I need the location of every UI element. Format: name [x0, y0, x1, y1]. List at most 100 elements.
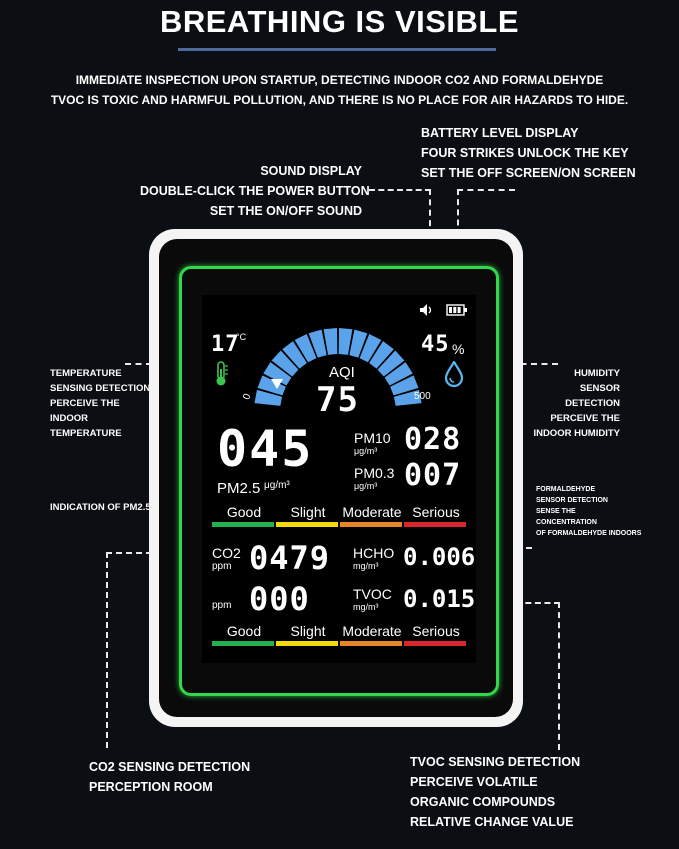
water-drop-icon	[444, 361, 464, 387]
intro-line-1: IMMEDIATE INSPECTION UPON STARTUP, DETEC…	[75, 73, 604, 87]
aqi-gauge-segment	[338, 328, 353, 355]
aqi-max-label: 500	[414, 391, 431, 402]
aqi-gauge-segment	[390, 375, 419, 396]
temperature-callout-line-1: TEMPERATURE	[50, 368, 122, 379]
battery-callout-line-2: FOUR STRIKES UNLOCK THE KEY	[421, 146, 629, 160]
level-good-bar	[212, 522, 274, 527]
co2-leader-v	[106, 552, 108, 748]
humidity-value: 45	[421, 332, 450, 357]
aqi-gauge-segment	[254, 389, 283, 406]
pm03-unit: μg/m³	[354, 481, 378, 491]
temperature-callout: TEMPERATURE SENSING DETECTION PERCEIVE T…	[50, 366, 150, 441]
ppm-value: 000	[249, 580, 310, 618]
level-moderate-label: Moderate	[342, 504, 402, 520]
hcho-label: HCHO	[353, 545, 395, 561]
pm25-value: 045	[217, 420, 314, 478]
formaldehyde-callout-line-3: SENSE THE	[536, 508, 576, 515]
sound-callout-line-3: SET THE ON/OFF SOUND	[209, 204, 362, 218]
sound-leader-h	[369, 189, 431, 191]
level-slight-bar	[276, 522, 338, 527]
co2-callout-line-2: PERCEPTION ROOM	[89, 780, 213, 794]
battery-leader-h	[457, 189, 515, 191]
aqi-pointer-icon	[271, 379, 283, 389]
humidity-callout-line-2: SENSOR	[579, 383, 620, 394]
aqi-gauge-segment	[384, 362, 413, 386]
level-slight-bar-2	[276, 641, 338, 646]
humidity-callout-line-5: INDOOR HUMIDITY	[533, 428, 620, 439]
level-serious-label-2: Serious	[412, 623, 460, 639]
level-serious-label: Serious	[412, 504, 460, 520]
sound-callout: SOUND DISPLAY DOUBLE-CLICK THE POWER BUT…	[140, 161, 370, 221]
level-slight-label: Slight	[290, 504, 326, 520]
humidity-unit: %	[452, 341, 465, 357]
tvoc-unit: mg/m³	[353, 602, 379, 612]
intro-text: IMMEDIATE INSPECTION UPON STARTUP, DETEC…	[0, 70, 679, 110]
humidity-callout: HUMIDITY SENSOR DETECTION PERCEIVE THE I…	[515, 366, 620, 441]
battery-callout-line-1: BATTERY LEVEL DISPLAY	[421, 126, 579, 140]
pm03-value: 007	[404, 458, 462, 493]
aqi-gauge-segment	[271, 350, 299, 377]
level-good-label: Good	[226, 504, 262, 520]
co2-unit: ppm	[212, 561, 232, 572]
pm25-unit: μg/m³	[264, 480, 290, 491]
aqi-label: AQI	[329, 364, 355, 381]
hcho-unit: mg/m³	[353, 561, 379, 571]
aqi-gauge-segment	[377, 350, 405, 377]
thermometer-icon	[216, 361, 228, 386]
aqi-gauge-segment	[323, 328, 338, 355]
aqi-gauge-segment	[393, 389, 422, 406]
temperature-unit: °C	[236, 332, 247, 342]
lcd-screen	[202, 295, 476, 663]
aqi-gauge-segment	[349, 329, 368, 358]
level-serious-bar	[404, 522, 466, 527]
humidity-callout-line-3: DETECTION	[565, 398, 620, 409]
tvoc-value: 0.015	[403, 585, 476, 613]
pm10-value: 028	[404, 422, 462, 457]
formaldehyde-callout-line-2: SENSOR DETECTION	[536, 497, 608, 504]
tvoc-callout: TVOC SENSING DETECTION PERCEIVE VOLATILE…	[410, 752, 580, 832]
pm10-label: PM10	[354, 430, 391, 446]
formaldehyde-callout-line-4: CONCENTRATION	[536, 519, 597, 526]
speaker-icon[interactable]	[419, 303, 435, 317]
co2-callout-line-1: CO2 SENSING DETECTION	[89, 760, 251, 774]
aqi-gauge-segment	[263, 362, 292, 386]
title-underline	[178, 48, 496, 51]
battery-callout-line-3: SET THE OFF SCREEN/ON SCREEN	[421, 166, 636, 180]
level-moderate-bar	[340, 522, 402, 527]
level-good-bar-2	[212, 641, 274, 646]
level-moderate-bar-2	[340, 641, 402, 646]
hcho-value: 0.006	[403, 543, 476, 571]
co2-label: CO2	[212, 545, 241, 561]
sound-callout-line-2: DOUBLE-CLICK THE POWER BUTTON	[140, 184, 370, 198]
tvoc-callout-line-4: RELATIVE CHANGE VALUE	[410, 815, 574, 829]
co2-callout: CO2 SENSING DETECTION PERCEPTION ROOM	[89, 757, 250, 797]
tvoc-callout-line-3: ORGANIC COMPOUNDS	[410, 795, 556, 809]
level-moderate-label-2: Moderate	[342, 623, 402, 639]
formaldehyde-callout-line-1: FORMALDEHYDE	[536, 486, 596, 493]
pm03-label: PM0.3	[354, 465, 395, 481]
aqi-gauge-segment	[282, 341, 307, 369]
tvoc-callout-line-1: TVOC SENSING DETECTION	[410, 755, 581, 769]
humidity-callout-line-1: HUMIDITY	[574, 368, 620, 379]
battery-callout: BATTERY LEVEL DISPLAY FOUR STRIKES UNLOC…	[421, 123, 636, 183]
temperature-value: 17	[211, 332, 240, 357]
level-slight-label-2: Slight	[290, 623, 326, 639]
tvoc-label: TVOC	[353, 586, 392, 602]
aqi-gauge	[254, 328, 422, 406]
aqi-gauge-segment	[359, 334, 382, 363]
intro-line-2: TVOC IS TOXIC AND HARMFUL POLLUTION, AND…	[50, 93, 629, 107]
humidity-callout-line-4: PERCEIVE THE	[550, 413, 620, 424]
pm25-callout: INDICATION OF PM2.5	[50, 502, 151, 513]
aqi-gauge-segment	[257, 375, 286, 396]
temperature-callout-line-4: INDOOR	[50, 413, 88, 424]
level-serious-bar-2	[404, 641, 466, 646]
page-title: BREATHING IS VISIBLE	[159, 4, 520, 39]
aqi-gauge-segment	[294, 334, 317, 363]
aqi-gauge-segment	[369, 341, 394, 369]
temperature-callout-line-3: PERCEIVE THE	[50, 398, 120, 409]
level-good-label-2: Good	[226, 623, 262, 639]
screen-glow-border	[179, 266, 499, 696]
co2-value: 0479	[249, 539, 331, 577]
pm10-unit: μg/m³	[354, 446, 378, 456]
ppm-unit: ppm	[212, 600, 232, 611]
